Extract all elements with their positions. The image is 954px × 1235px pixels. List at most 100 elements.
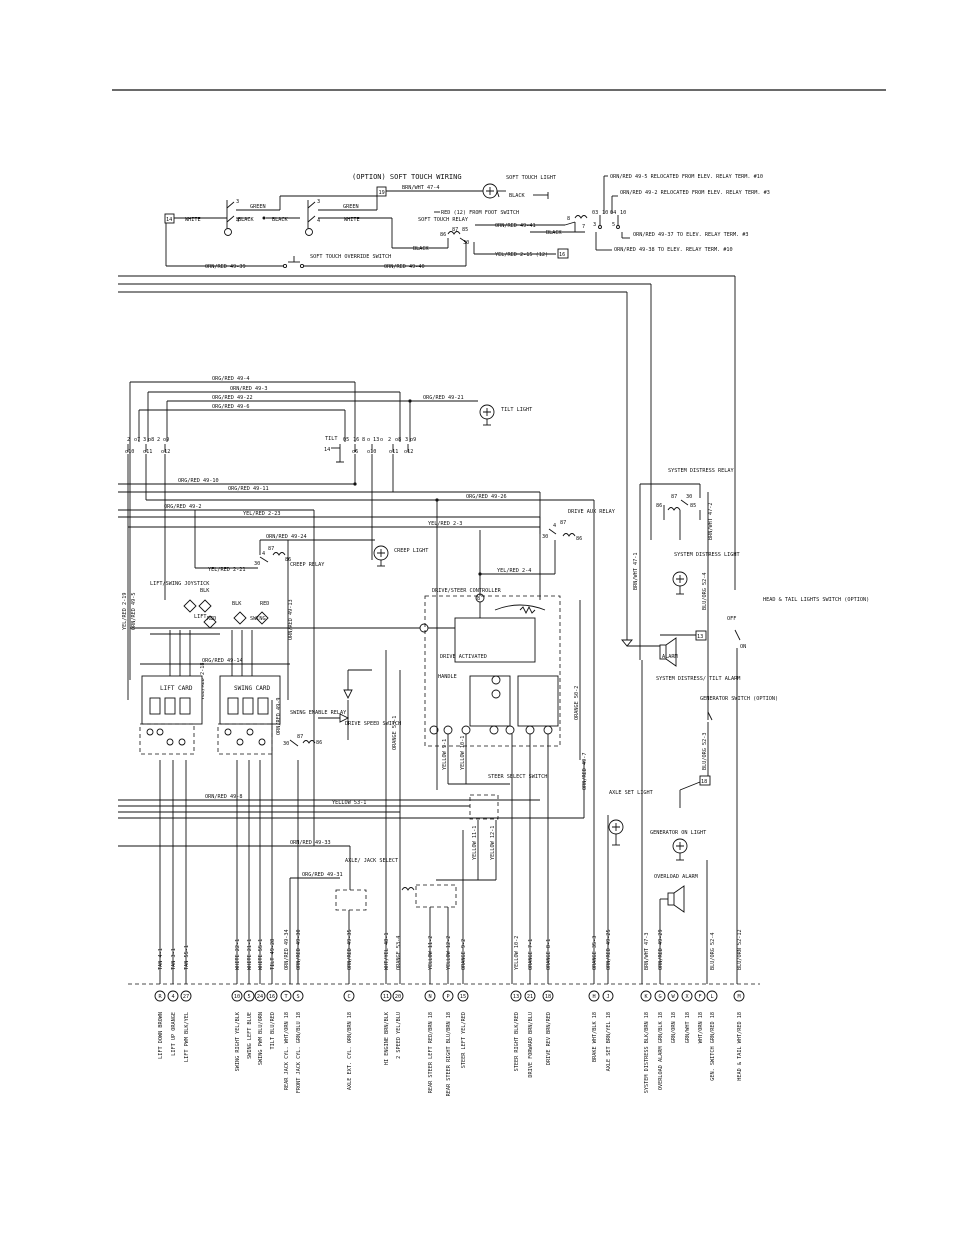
wire-49-3: ORN/RED 49-3 xyxy=(230,386,267,392)
drive-controller-label: DRIVE/STEER CONTROLLER xyxy=(432,588,502,594)
wire-green-1: GREEN xyxy=(250,204,266,210)
pin-circle xyxy=(510,990,522,1002)
svg-text:03: 03 xyxy=(592,210,598,216)
svg-text:30: 30 xyxy=(283,741,289,747)
pin-destination-label: STEER RIGHT BLK/RED xyxy=(514,1012,520,1071)
wire-white-1: WHITE xyxy=(185,217,201,223)
wire-yellow-11-1: YELLOW 11-1 xyxy=(472,826,478,860)
generator-switch-label: GENERATOR SWITCH (OPTION) xyxy=(700,696,778,702)
pin-id: P xyxy=(446,994,449,1000)
pin-destination-label: SWING RIGHT YEL/BLK xyxy=(235,1011,241,1071)
wire-53-1: YELLOW 53-1 xyxy=(332,800,366,806)
svg-text:LIFT: LIFT xyxy=(194,614,207,620)
pin-circle xyxy=(231,990,243,1002)
lift-card: LIFT CARD xyxy=(141,675,203,725)
svg-text:4: 4 xyxy=(262,551,265,557)
pin-wire-label: YELLOW 11-2 xyxy=(428,936,434,970)
svg-text:o9: o9 xyxy=(410,437,416,443)
pin-id: 4 xyxy=(171,994,174,1000)
pin-circle xyxy=(424,990,436,1002)
svg-text:o10: o10 xyxy=(125,449,134,455)
wire-49-24: ORN/RED 49-24 xyxy=(266,534,307,540)
steer-select-label: STEER SELECT SWITCH xyxy=(488,774,547,780)
svg-text:16: 16 xyxy=(353,437,359,443)
pin-destination-label: GRN/ORN 18 xyxy=(671,1012,677,1043)
system-distress-relay-label: SYSTEM DISTRESS RELAY xyxy=(668,468,734,474)
pin-destination-label: LIFT PWM BLK/YEL xyxy=(184,1012,190,1062)
svg-text:o8: o8 xyxy=(395,437,401,443)
pin-wire-label: TAN 3-1 xyxy=(171,948,177,970)
creep-relay: 87 86 4 30 CREEP RELAY xyxy=(254,546,325,568)
wire-black-3: BLACK xyxy=(413,246,429,252)
pin-destination-label: BRAKE WHT/BLK 18 xyxy=(592,1012,598,1062)
pin-circle xyxy=(706,990,718,1002)
pin-destination-label: OVERLOAD ALARM GRN/BLK 18 xyxy=(658,1012,664,1090)
svg-text:10: 10 xyxy=(602,210,608,216)
pin-wire-label: ORN/RED 49-25 xyxy=(606,929,612,970)
swing-joystick-icon: BLK RED SWING xyxy=(232,601,269,625)
pin-destination-label: FRONT JACK CYL. GRN/BLU 18 xyxy=(296,1012,302,1093)
svg-text:3: 3 xyxy=(236,199,239,205)
pin-circle xyxy=(380,990,392,1002)
wire-49-40: ORN/RED 49-40 xyxy=(384,264,425,270)
drive-aux-relay: DRIVE AUX RELAY 4 87 86 30 xyxy=(539,509,616,542)
svg-text:o11: o11 xyxy=(143,449,152,455)
creep-light-label: CREEP LIGHT xyxy=(394,548,428,554)
relocation-note-1: ORN/RED 49-5 RELOCATED FROM ELEV. RELAY … xyxy=(610,174,763,180)
relocation-note-2: ORN/RED 49-2 RELOCATED FROM ELEV. RELAY … xyxy=(620,190,770,196)
pin-circle xyxy=(167,990,179,1002)
foot-switch-1: 3 4 xyxy=(224,199,239,236)
wire-49-5-b: ORN/RED 49-5 xyxy=(131,593,137,630)
head-tail-switch-label: HEAD & TAIL LIGHTS SWITCH (OPTION) xyxy=(763,597,869,603)
pin-wire-label: YELLOW 12-2 xyxy=(446,936,452,970)
wire-2-15: YEL/RED 2-15 (12) xyxy=(495,252,548,258)
pin-wire-label: BRN/WHT 47-3 xyxy=(644,933,650,970)
pin-wire-label: ORN/RED 49-34 xyxy=(284,929,290,970)
head-tail-off-label: OFF xyxy=(727,616,736,622)
terminal-19 xyxy=(376,186,387,197)
svg-text:o12: o12 xyxy=(161,449,170,455)
svg-text:85: 85 xyxy=(690,503,696,509)
pin-circle xyxy=(681,990,693,1002)
svg-text:o: o xyxy=(380,437,383,443)
override-switch-icon xyxy=(282,256,305,269)
svg-text:30: 30 xyxy=(686,494,692,500)
pin-circle xyxy=(154,990,166,1002)
pin-circle xyxy=(588,990,600,1002)
svg-text:3: 3 xyxy=(317,199,320,205)
wire-47-1: BRN/WHT 47-1 xyxy=(633,553,639,590)
svg-text:85: 85 xyxy=(462,227,468,233)
swing-card: SWING CARD xyxy=(219,675,281,725)
soft-touch-section: (OPTION) SOFT TOUCH WIRING 19 BRN/WHT 47… xyxy=(164,173,770,270)
pin-circle xyxy=(243,990,255,1002)
pin-destination-label: LIFT UP ORANGE xyxy=(171,1012,177,1056)
pin-wire-label: ORN/RED 49-35 xyxy=(347,929,353,970)
terminal-16-label: 16 xyxy=(559,252,565,258)
axle-set-light-label: AXLE SET LIGHT xyxy=(609,790,653,796)
drive-speed-switch-label: DRIVE SPEED SWITCH xyxy=(345,721,401,727)
pin-destination-label: AXLE EXT. CYL. ORN/BRN 18 xyxy=(347,1012,353,1090)
pin-destination-label: 2 SPEED YEL/BLU xyxy=(396,1012,402,1059)
svg-text:13: 13 xyxy=(697,634,703,640)
pin-destination-label: STEER LEFT YEL/RED xyxy=(461,1012,467,1068)
wire-49-11: ORG/RED 49-11 xyxy=(228,486,269,492)
drive-steer-controller: DRIVE/STEER CONTROLLER 8 DRIVE ACTIVATED… xyxy=(424,588,561,747)
wire-47-2: BRN/WHT 47-2 xyxy=(708,503,714,540)
joystick-icon: BLK RED LIFT xyxy=(183,588,217,629)
wire-orange-53-1: ORANGE 53-1 xyxy=(392,716,398,750)
pin-circle xyxy=(280,990,292,1002)
pin-wire-label: ORANGE 7-1 xyxy=(528,939,534,970)
pin-id: H xyxy=(592,994,595,1000)
alarm-label: ALARM xyxy=(662,654,678,660)
